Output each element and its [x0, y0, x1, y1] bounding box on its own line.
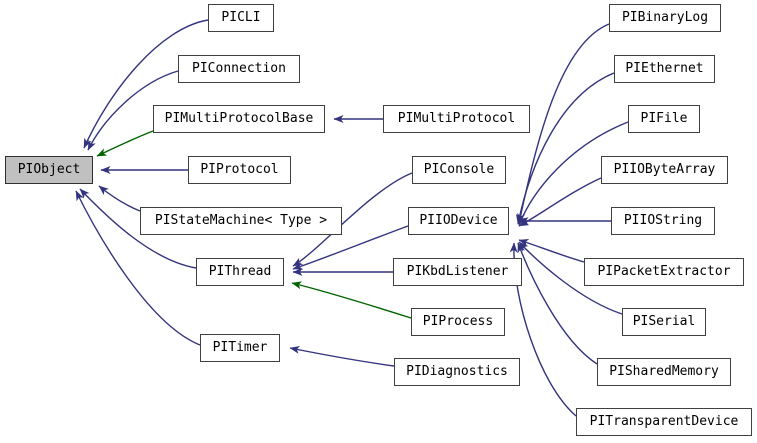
class-node-label: PIThread [208, 264, 272, 279]
class-node-picli[interactable]: PICLI [208, 4, 274, 32]
edge-piserial-to-piiodevice [518, 241, 623, 315]
class-node-pipacketextractor[interactable]: PIPacketExtractor [584, 258, 744, 286]
class-node-label: PIDiagnostics [406, 364, 508, 379]
class-node-pithread[interactable]: PIThread [196, 258, 284, 286]
class-node-label: PIStateMachine< Type > [154, 213, 328, 228]
class-node-label: PIMultiProtocolBase [164, 111, 314, 126]
class-node-label: PITransparentDevice [589, 414, 739, 429]
class-node-label: PIProcess [422, 314, 494, 329]
class-node-label: PIObject [17, 162, 81, 177]
class-node-label: PISharedMemory [609, 364, 719, 379]
class-node-piobject[interactable]: PIObject [5, 156, 93, 184]
class-node-label: PIProtocol [200, 162, 279, 177]
edge-pipacketextractor-to-piiodevice [518, 239, 585, 263]
edge-pidiagnostics-to-pitimer [289, 345, 395, 367]
class-node-piconsole[interactable]: PIConsole [412, 156, 506, 184]
class-node-piiodevice[interactable]: PIIODevice [408, 207, 509, 235]
edge-pistatemachine-to-piobject [98, 185, 141, 212]
class-node-piiostring[interactable]: PIIOString [611, 207, 715, 235]
class-node-label: PIIOString [623, 213, 703, 228]
class-node-piconnection[interactable]: PIConnection [178, 55, 300, 83]
edge-pimultiprotocolbase-to-piobject [96, 130, 154, 157]
edge-pithread-to-piobject [79, 188, 197, 269]
edge-picli-to-piobject [83, 19, 209, 149]
class-node-pitimer[interactable]: PITimer [200, 334, 280, 362]
edge-pifile-to-piiodevice [518, 121, 629, 226]
class-node-label: PIMultiProtocol [397, 111, 516, 126]
class-node-piserial[interactable]: PISerial [622, 308, 706, 336]
edge-piethernet-to-piiodevice [515, 72, 615, 225]
class-node-pisharedmemory[interactable]: PISharedMemory [597, 358, 731, 386]
class-node-pikbdlistener[interactable]: PIKbdListener [393, 258, 522, 286]
class-node-label: PIEthernet [625, 61, 704, 76]
class-node-pidiagnostics[interactable]: PIDiagnostics [394, 358, 520, 386]
class-node-label: PIBinaryLog [621, 10, 709, 25]
edge-piprocess-to-pithread [291, 281, 412, 319]
class-node-pitransparentdevice[interactable]: PITransparentDevice [576, 408, 752, 436]
class-node-label: PIFile [640, 111, 688, 126]
class-node-piprocess[interactable]: PIProcess [411, 308, 505, 336]
class-node-pistatemachine[interactable]: PIStateMachine< Type > [140, 207, 342, 235]
class-node-pifile[interactable]: PIFile [628, 105, 700, 133]
edge-pitransparentdevice-to-piiodevice [509, 242, 577, 417]
class-node-piiobytearray[interactable]: PIIOByteArray [601, 156, 728, 184]
class-node-label: PICLI [221, 10, 261, 25]
class-node-pibinarylog[interactable]: PIBinaryLog [609, 4, 721, 32]
class-node-label: PIKbdListener [406, 264, 509, 279]
edge-piconnection-to-piobject [87, 70, 179, 151]
edge-piiodevice-to-pithread [292, 225, 409, 270]
class-node-label: PIIODevice [419, 213, 498, 228]
class-node-label: PIIOByteArray [613, 162, 716, 177]
class-node-label: PISerial [632, 314, 696, 329]
class-node-piprotocol[interactable]: PIProtocol [188, 156, 291, 184]
edge-pisharedmemory-to-piiodevice [517, 242, 598, 365]
class-node-pimultiprotocol[interactable]: PIMultiProtocol [383, 105, 530, 133]
edge-pitimer-to-piobject [75, 190, 201, 346]
class-node-pimultiprotocolbase[interactable]: PIMultiProtocolBase [153, 105, 325, 133]
edge-piconsole-to-pithread [292, 172, 413, 267]
class-node-label: PIPacketExtractor [597, 264, 731, 279]
class-node-piethernet[interactable]: PIEthernet [614, 55, 715, 83]
class-node-label: PIConsole [423, 162, 495, 177]
class-node-label: PITimer [212, 340, 268, 355]
class-node-label: PIConnection [192, 61, 286, 76]
edge-pibinarylog-to-piiodevice [517, 23, 610, 224]
